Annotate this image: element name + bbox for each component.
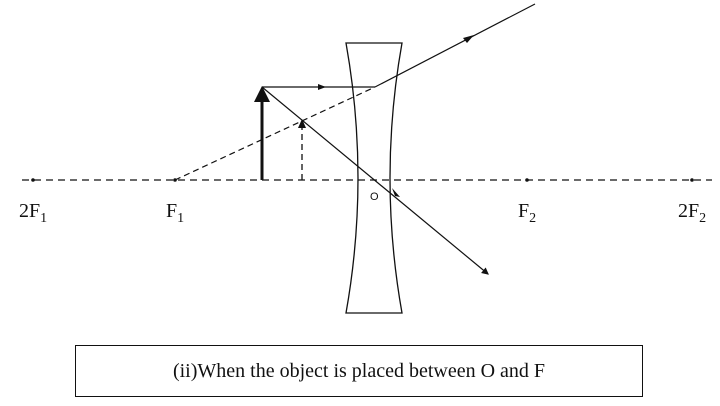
label-optical-centre: O [370, 191, 379, 203]
refracted-diverging-ray [374, 3, 536, 88]
label-2f1: 2F1 [19, 200, 47, 227]
label-f2-main: F [517, 200, 530, 222]
ray-through-optical-centre [261, 86, 489, 275]
label-2f1-sub: 1 [40, 211, 48, 226]
label-2f2-sub: 2 [699, 211, 707, 226]
label-f1: F1 [166, 200, 184, 227]
label-f2: F2 [518, 200, 536, 227]
concave-lens [345, 42, 403, 314]
virtual-ray-from-f1 [174, 86, 376, 181]
label-f1-sub: 1 [177, 211, 185, 226]
label-f2-sub: 2 [529, 211, 537, 226]
label-2f1-main: 2F [18, 200, 41, 222]
label-2f2: 2F2 [678, 200, 706, 227]
caption-text: (ii)When the object is placed between O … [172, 359, 546, 382]
image-arrowhead [298, 119, 306, 128]
caption-box: (ii)When the object is placed between O … [75, 345, 643, 397]
label-f1-main: F [165, 200, 178, 222]
label-2f2-main: 2F [677, 200, 700, 222]
object-arrowhead [254, 86, 270, 102]
